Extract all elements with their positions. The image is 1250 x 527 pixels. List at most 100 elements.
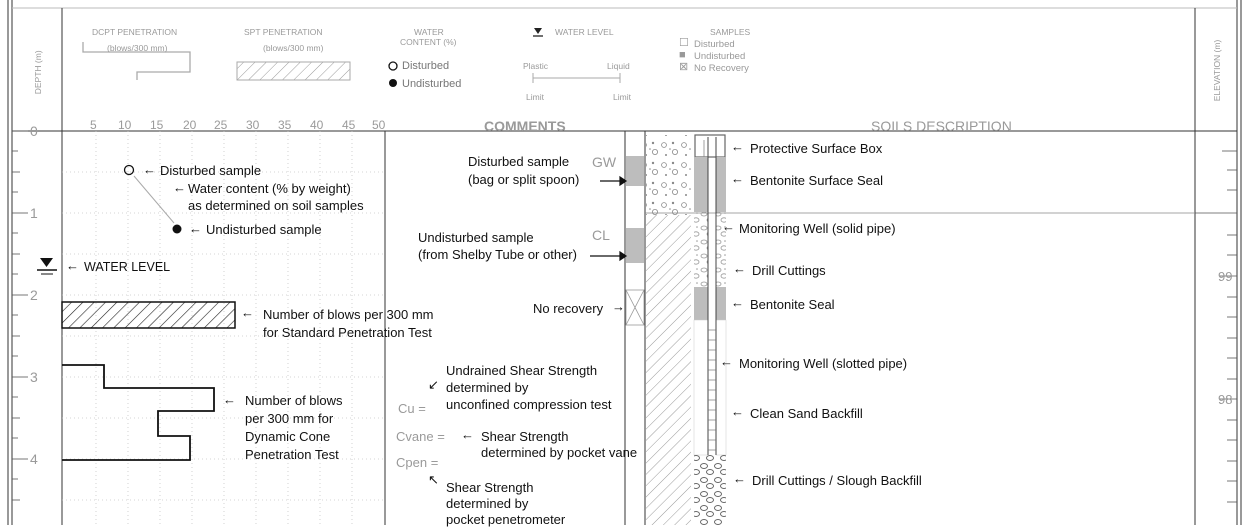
arrow-icon: ← — [143, 162, 156, 177]
well-slotted-pipe-label: Monitoring Well (slotted pipe) — [739, 356, 908, 371]
water-disturbed-label: Disturbed — [402, 60, 450, 72]
scale-tick: 20 — [183, 118, 197, 132]
disturbed-sample-symbol — [123, 164, 135, 176]
arrow-icon: ← — [189, 221, 202, 236]
box-x-icon: ⊠ — [679, 61, 689, 73]
water-content-link — [133, 175, 175, 224]
spt-annotation-1: Number of blows per 300 mm — [263, 307, 434, 322]
samples-title: SAMPLES — [710, 27, 751, 37]
well-surface-box-label: Protective Surface Box — [750, 141, 883, 156]
box-filled-icon: ■ — [679, 49, 686, 61]
arrow-icon: ← — [731, 171, 744, 186]
scale-tick: 40 — [310, 118, 324, 132]
water-undisturbed-label: Undisturbed — [402, 78, 462, 90]
arrow-icon: ← — [223, 392, 236, 407]
well-solid-pipe-label: Monitoring Well (solid pipe) — [739, 221, 896, 236]
dcpt-title: DCPT PENETRATION — [92, 27, 178, 37]
limit-right-label: Limit — [613, 92, 631, 102]
well-bentonite-seal-label: Bentonite Seal — [750, 297, 835, 312]
soil-code-gw: GW — [592, 154, 617, 170]
comment-no-recovery: No recovery — [533, 301, 604, 316]
depth-ticks — [12, 130, 28, 501]
spt-units: (blows/300 mm) — [263, 43, 324, 53]
elevation-ticks — [1195, 150, 1237, 503]
undrained-annotation-2: determined by — [446, 380, 529, 395]
arrow-icon: ← — [241, 305, 254, 320]
undrained-annotation-3: unconfined compression test — [446, 397, 612, 412]
elevation-tick-label: 99 — [1218, 269, 1233, 284]
scale-tick: 45 — [342, 118, 356, 132]
arrow-icon: ← — [731, 139, 744, 154]
monitoring-well — [693, 134, 727, 525]
disturbed-circle-icon — [388, 61, 398, 71]
samples-undisturbed-label: Undisturbed — [694, 51, 746, 62]
spt-annotation-2: for Standard Penetration Test — [263, 325, 432, 340]
vane-annotation-1: Shear Strength — [481, 429, 569, 444]
soil-code-cl: CL — [592, 227, 610, 243]
comments-header: COMMENTS — [484, 118, 566, 134]
scale-tick: 30 — [246, 118, 260, 132]
cvane-label: Cvane = — [396, 429, 445, 444]
water-title-2: CONTENT (%) — [400, 37, 457, 47]
arrow-icon: ← — [722, 219, 735, 234]
undrained-annotation-1: Undrained Shear Strength — [446, 363, 598, 378]
well-bentonite-surface-label: Bentonite Surface Seal — [750, 173, 883, 188]
arrow-icon: ← — [66, 258, 79, 273]
samples-disturbed-label: Disturbed — [694, 39, 735, 50]
depth-tick-label: 3 — [30, 369, 38, 385]
spt-legend-box — [236, 61, 351, 81]
box-empty-icon: ☐ — [679, 37, 689, 49]
scale-tick: 35 — [278, 118, 292, 132]
gravel-soil-fill — [646, 135, 691, 215]
arrow-icon: ← — [733, 261, 746, 276]
dcpt-annotation-2: per 300 mm for — [245, 411, 334, 426]
arrow-icon: ← — [731, 404, 744, 419]
water-title: WATER — [414, 27, 444, 37]
depth-tick-label: 4 — [30, 451, 38, 467]
spt-title: SPT PENETRATION — [244, 27, 323, 37]
arrow-icon: ← — [461, 427, 474, 442]
depth-axis-label: DEPTH (m) — [32, 50, 43, 95]
undisturbed-sample-annotation: Undisturbed sample — [206, 222, 322, 237]
liquid-label: Liquid — [607, 61, 630, 71]
depth-tick-label: 2 — [30, 287, 38, 303]
water-content-annotation-2: as determined on soil samples — [188, 198, 364, 213]
cu-label: Cu = — [398, 401, 426, 416]
arrow-icon: ← — [173, 180, 186, 195]
no-recovery-box — [625, 289, 645, 326]
scale-tick: 5 — [90, 118, 97, 132]
pen-annotation-1: Shear Strength — [446, 480, 534, 495]
spt-bar — [61, 301, 236, 329]
limit-left-label: Limit — [526, 92, 544, 102]
water-level-annotation: WATER LEVEL — [84, 260, 171, 274]
arrow-icon: ← — [720, 354, 733, 369]
scale-tick: 50 — [372, 118, 386, 132]
well-slough-label: Drill Cuttings / Slough Backfill — [752, 473, 922, 488]
comment-undisturbed-2: (from Shelby Tube or other) — [418, 247, 577, 262]
cpen-label: Cpen = — [396, 455, 439, 470]
water-level-title: WATER LEVEL — [555, 27, 614, 37]
arrow-icon: ← — [733, 471, 746, 486]
soils-description-header: SOILS DESCRIPTION — [871, 118, 1012, 134]
well-drill-cuttings-label: Drill Cuttings — [752, 263, 826, 278]
dcpt-annotation-4: Penetration Test — [245, 447, 339, 462]
dcpt-annotation-1: Number of blows — [245, 393, 343, 408]
pen-annotation-3: pocket penetrometer — [446, 512, 566, 527]
samples-no-recovery-label: No Recovery — [694, 63, 749, 74]
disturbed-sample-annotation: Disturbed sample — [160, 163, 262, 178]
comment-disturbed-2: (bag or split spoon) — [468, 172, 580, 187]
elevation-axis-label: ELEVATION (m) — [1211, 39, 1222, 102]
depth-tick-label: 1 — [30, 205, 38, 221]
undisturbed-dot-icon — [389, 79, 397, 87]
undisturbed-sample-fill — [626, 228, 644, 263]
scale-tick: 15 — [150, 118, 164, 132]
arrow-sw-icon: ↙ — [428, 377, 439, 392]
comment-disturbed-1: Disturbed sample — [468, 154, 570, 169]
dcpt-annotation-3: Dynamic Cone — [245, 429, 331, 444]
header-water-level-icon — [533, 28, 543, 37]
pen-annotation-2: determined by — [446, 496, 529, 511]
disturbed-sample-fill — [626, 156, 644, 186]
plastic-label: Plastic — [523, 61, 549, 71]
